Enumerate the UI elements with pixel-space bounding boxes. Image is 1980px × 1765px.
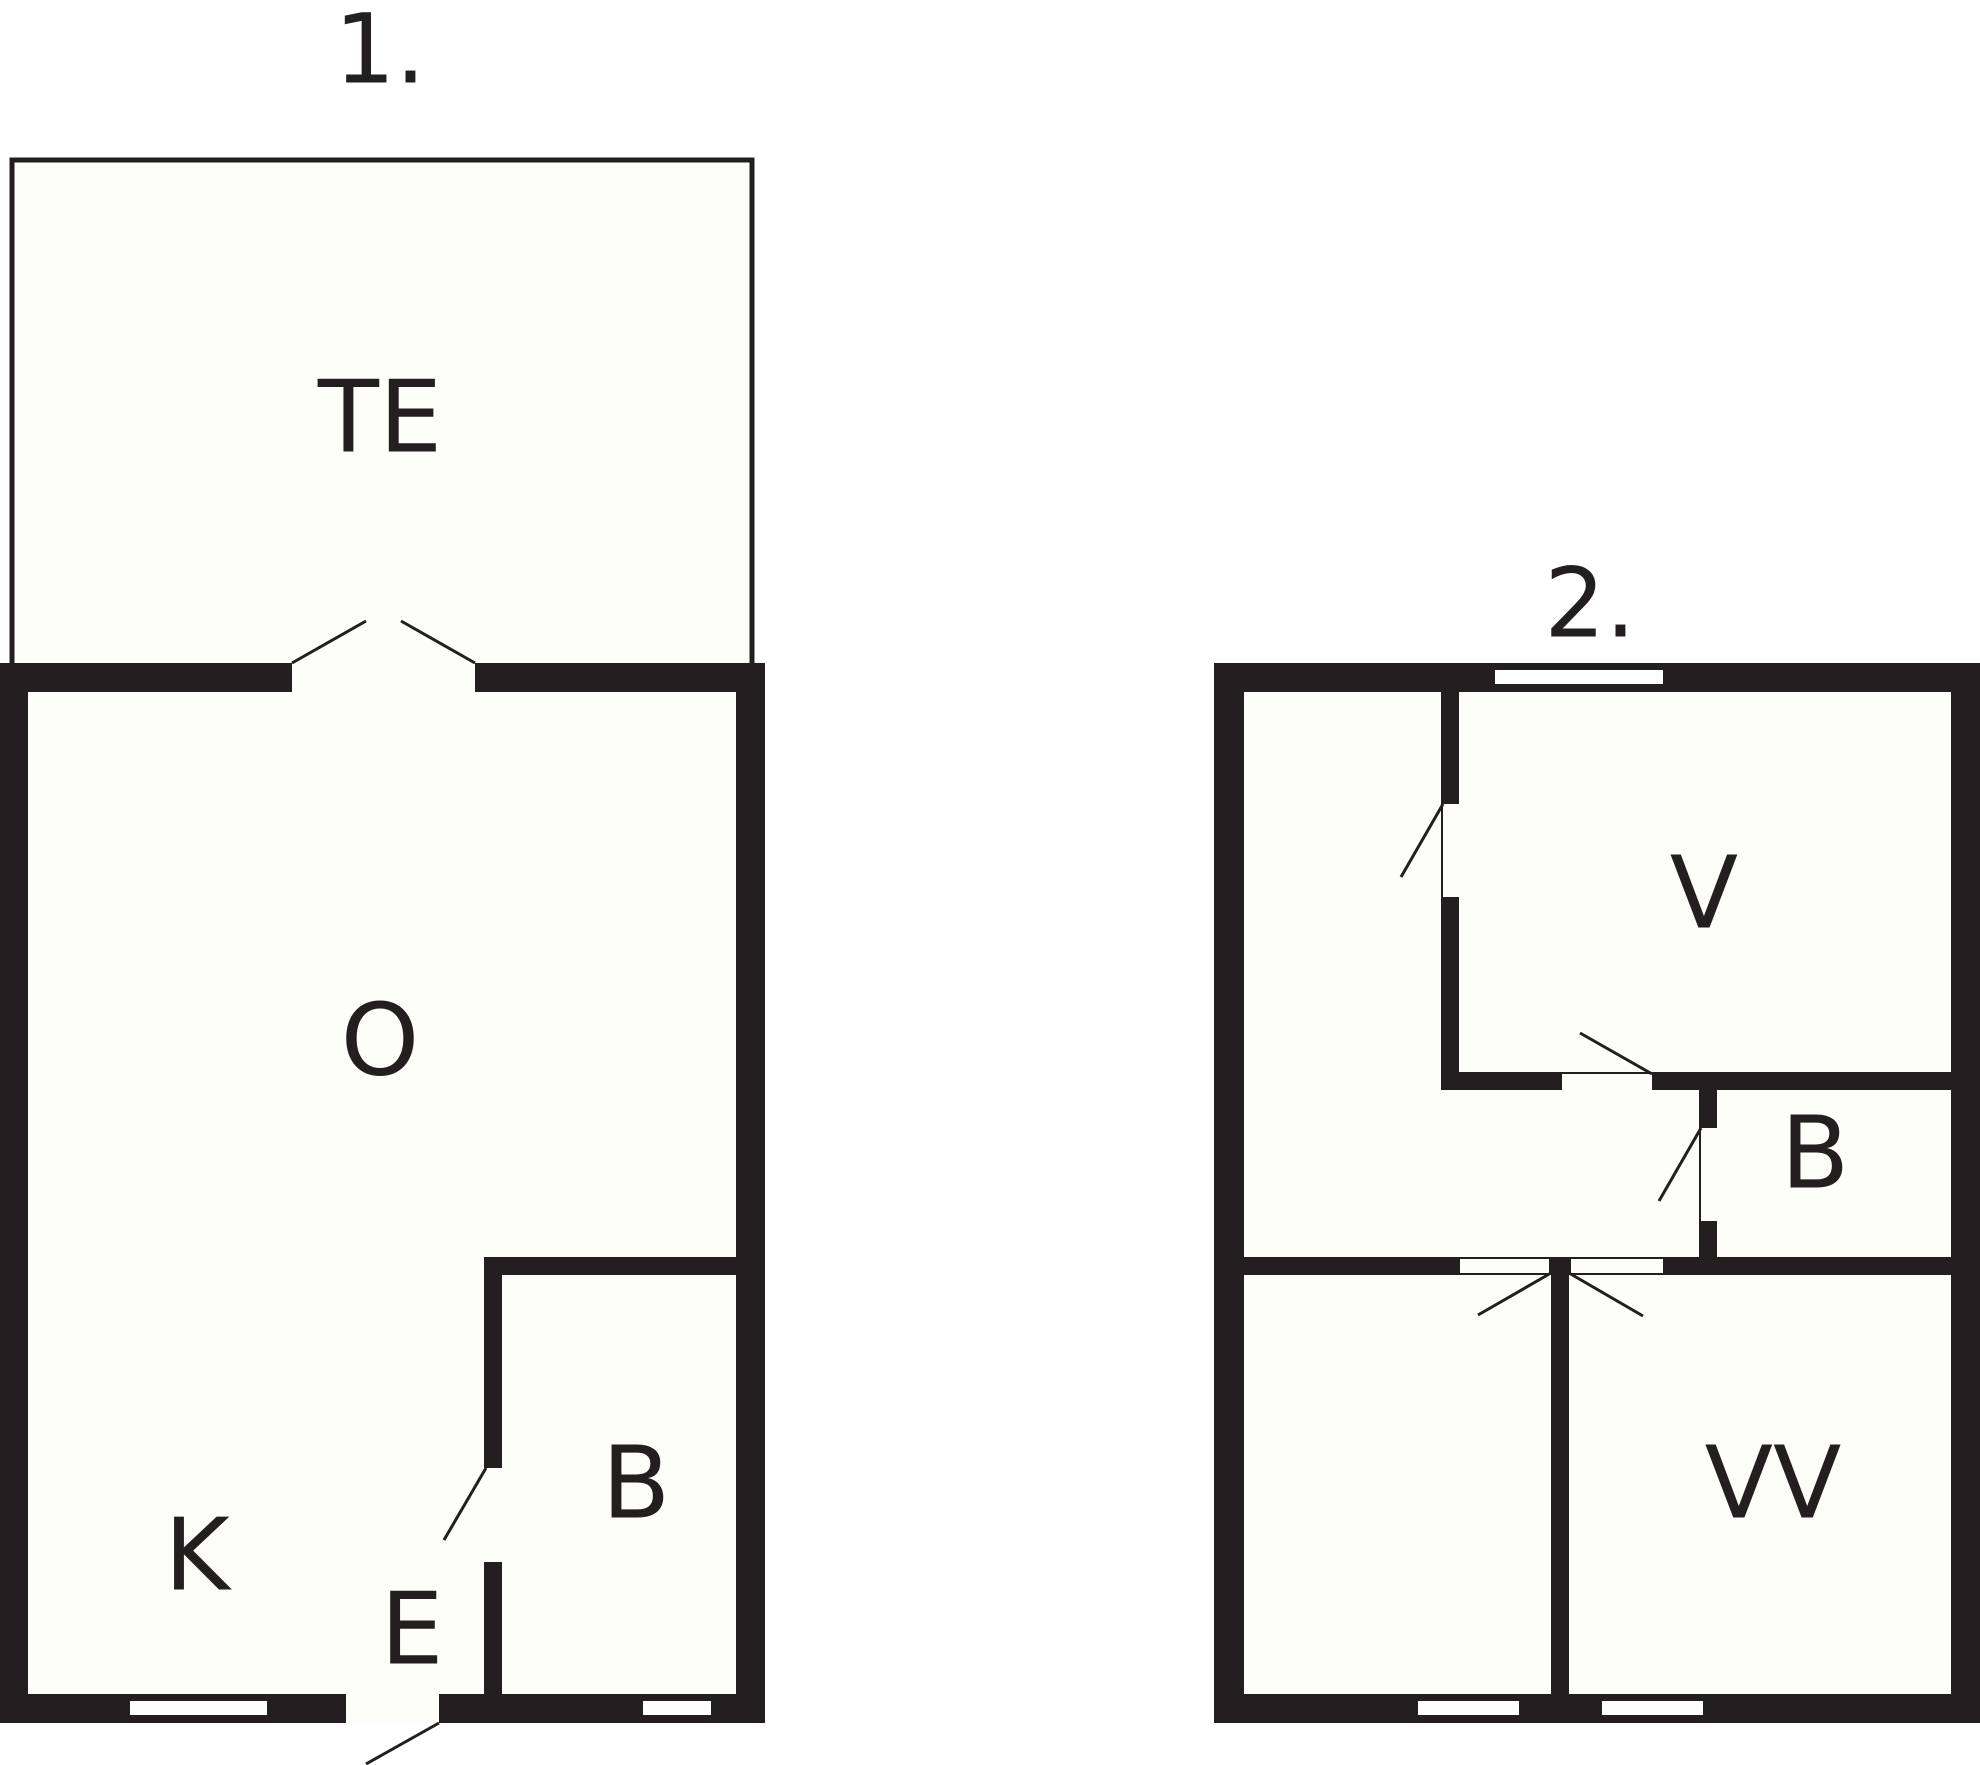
floor-2-label: 2.: [1544, 547, 1636, 659]
room-label-kitchen: K: [164, 1496, 232, 1613]
floor-1: 1. TE O K E B: [0, 0, 765, 1765]
bath-wall-top: [484, 1257, 736, 1275]
window-bathroom-1: [643, 1701, 711, 1715]
lower-middle-wall: [1551, 1257, 1569, 1694]
window-lower-left: [1418, 1701, 1519, 1715]
floor-1-label: 1.: [334, 0, 426, 105]
terrace-door-opening: [292, 663, 475, 692]
window-v: [1495, 670, 1663, 684]
b2-door-opening: [1701, 1128, 1717, 1221]
v-door-bottom-opening: [1562, 1074, 1652, 1090]
vv-door-opening: [1571, 1259, 1663, 1273]
lower-left-door-leaf: [1477, 1271, 1552, 1317]
v-door-left-leaf: [1399, 803, 1445, 878]
v-door-bottom-leaf: [1579, 1031, 1653, 1076]
bath-door-leaf: [442, 1467, 488, 1541]
room-label-bathroom-2: B: [1781, 1094, 1850, 1211]
v-door-left-opening: [1443, 804, 1459, 897]
room-label-large-bedroom: VV: [1705, 1424, 1842, 1541]
window-vv: [1602, 1701, 1703, 1715]
room-label-living: O: [341, 981, 420, 1098]
b2-door-leaf: [1657, 1127, 1703, 1202]
room-label-bathroom-1: B: [602, 1424, 671, 1541]
window-kitchen: [130, 1701, 267, 1715]
room-label-bedroom: V: [1670, 834, 1738, 951]
vv-door-leaf: [1568, 1271, 1644, 1318]
room-label-entry: E: [380, 1570, 443, 1687]
lower-left-door-opening: [1460, 1259, 1549, 1273]
terrace-door-leaf-right: [400, 619, 476, 665]
floor-2-interior: [1244, 692, 1951, 1694]
terrace-door-leaf-left: [291, 619, 367, 665]
v-wall-bottom: [1441, 1072, 1951, 1090]
entrance-door-leaf: [365, 1721, 440, 1765]
terrace-area: [12, 160, 752, 663]
floor-2: 2. V B VV: [1214, 547, 1980, 1723]
entrance-door-opening: [346, 1694, 439, 1723]
bath-door-opening: [484, 1468, 502, 1562]
room-label-terrace: TE: [317, 358, 442, 475]
terrace-outline: [9, 157, 755, 663]
floor-1-interior: [28, 692, 736, 1694]
